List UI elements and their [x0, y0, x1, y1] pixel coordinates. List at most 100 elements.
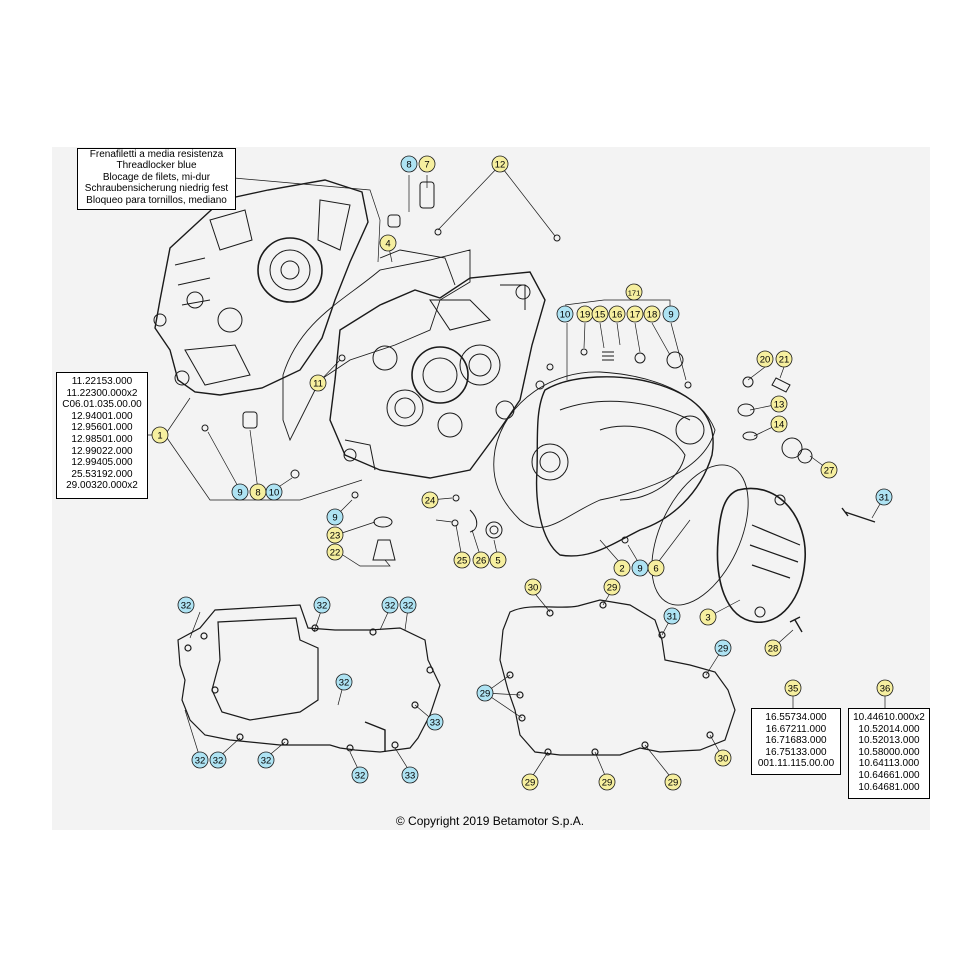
- clutch-cover-gasket-large: [499, 599, 736, 756]
- callout-19: 19: [576, 305, 594, 323]
- part-number: 10.58000.000: [858, 746, 920, 758]
- callout-label: 32: [403, 601, 414, 612]
- callout-14: 14: [770, 415, 788, 433]
- part-number: 12.99405.000: [71, 457, 133, 469]
- callout-label: 29: [525, 778, 536, 789]
- callout-badge: [379, 234, 397, 252]
- part-number: 16.75133.000: [765, 746, 827, 758]
- part-number: 16.55734.000: [765, 712, 827, 723]
- callout-label: 32: [261, 756, 272, 767]
- callout-badge: [400, 155, 418, 173]
- part-number: 10.64681.000: [858, 781, 920, 793]
- callout-33: 33: [401, 766, 419, 784]
- callout-badge: [335, 673, 353, 691]
- part-number: 12.95601.000: [71, 422, 133, 434]
- callout-badge: [351, 766, 369, 784]
- callout-badge: [326, 526, 344, 544]
- callout-label: 9: [237, 488, 242, 499]
- callout-label: 26: [476, 556, 487, 567]
- callout-badge: [453, 551, 471, 569]
- callout-label: 29: [607, 583, 618, 594]
- callout-32: 32: [335, 673, 353, 691]
- callout-5: 5: [489, 551, 507, 569]
- callout-label: 2: [619, 564, 624, 575]
- part-number: 10.44610.000x2: [853, 712, 925, 723]
- callout-badge: [775, 350, 793, 368]
- part-list-1: 11.22153.000 11.22300.000x2 C06.01.035.0…: [56, 372, 148, 499]
- callout-11: 11: [309, 374, 327, 392]
- part-number: 11.22300.000x2: [66, 387, 138, 399]
- part-number: 10.52014.000: [858, 723, 920, 735]
- ignition-cover: [716, 487, 806, 623]
- callout-label: 35: [788, 684, 799, 695]
- callout-badge: [472, 551, 490, 569]
- callout-20: 20: [756, 350, 774, 368]
- part-number: 11.22153.000: [71, 376, 133, 387]
- callout-label: 32: [181, 601, 192, 612]
- callout-29: 29: [664, 773, 682, 791]
- callout-22: 22: [326, 543, 344, 561]
- callout-badge: [875, 488, 893, 506]
- callout-label: 28: [768, 644, 779, 655]
- callout-label: 12: [495, 160, 506, 171]
- callout-badge: [326, 543, 344, 561]
- callout-label: 27: [824, 466, 835, 477]
- callout-32: 32: [257, 751, 275, 769]
- callout-label: 25: [457, 556, 468, 567]
- part-list-36: 10.44610.000x2 10.52014.000 10.52013.000…: [848, 708, 930, 799]
- callout-label: 9: [668, 310, 673, 321]
- callout-label: 18: [647, 310, 658, 321]
- callout-label: 29: [668, 778, 679, 789]
- callout-label: 6: [653, 564, 658, 575]
- callout-27: 27: [820, 461, 838, 479]
- callout-label: 30: [528, 583, 539, 594]
- callout-badge: [177, 596, 195, 614]
- part-number: 001.11.115.00.00: [757, 758, 835, 770]
- copyright-notice: © Copyright 2019 Betamotor S.p.A.: [395, 814, 585, 828]
- callout-badge: [714, 749, 732, 767]
- callout-32: 32: [313, 596, 331, 614]
- callout-label: 32: [339, 678, 350, 689]
- callout-label: 21: [779, 355, 790, 366]
- callout-label: 32: [317, 601, 328, 612]
- part-number: 12.94001.000: [71, 410, 133, 422]
- callout-29: 29: [476, 684, 494, 702]
- callout-label: 24: [425, 496, 436, 507]
- callout-30: 30: [714, 749, 732, 767]
- callout-badge: [662, 305, 680, 323]
- callout-28: 28: [764, 639, 782, 657]
- callout-33: 33: [426, 713, 444, 731]
- part-number: 12.98501.000: [71, 433, 133, 445]
- callout-3: 3: [699, 608, 717, 626]
- callout-badge: [770, 395, 788, 413]
- callout-badge: [764, 639, 782, 657]
- callout-badge: [151, 426, 169, 444]
- callout-16: 16: [608, 305, 626, 323]
- part-number: 10.64113.000: [858, 758, 920, 770]
- note-line: Frenafiletti a media resistenza: [89, 149, 224, 160]
- callout-badge: [591, 305, 609, 323]
- callout-171: 171: [625, 283, 643, 301]
- callout-label: 10: [560, 310, 571, 321]
- callout-label: 3: [705, 613, 710, 624]
- callout-badge: [476, 684, 494, 702]
- callout-26: 26: [472, 551, 490, 569]
- callout-32: 32: [351, 766, 369, 784]
- callout-label: 23: [330, 531, 341, 542]
- callout-label: 9: [332, 513, 337, 524]
- callout-label: 36: [880, 684, 891, 695]
- callout-badge: [418, 155, 436, 173]
- callout-9: 9: [231, 483, 249, 501]
- callout-24: 24: [421, 491, 439, 509]
- callout-label: 4: [385, 239, 390, 250]
- part-number: 10.52013.000: [858, 735, 920, 747]
- callout-32: 32: [177, 596, 195, 614]
- callout-7: 7: [418, 155, 436, 173]
- callout-label: 32: [355, 771, 366, 782]
- part-number: 29.00320.000x2: [66, 480, 138, 492]
- callout-label: 20: [760, 355, 771, 366]
- callout-badge: [876, 679, 894, 697]
- clutch-cover: [531, 376, 714, 557]
- callout-badge: [699, 608, 717, 626]
- callout-2: 2: [613, 559, 631, 577]
